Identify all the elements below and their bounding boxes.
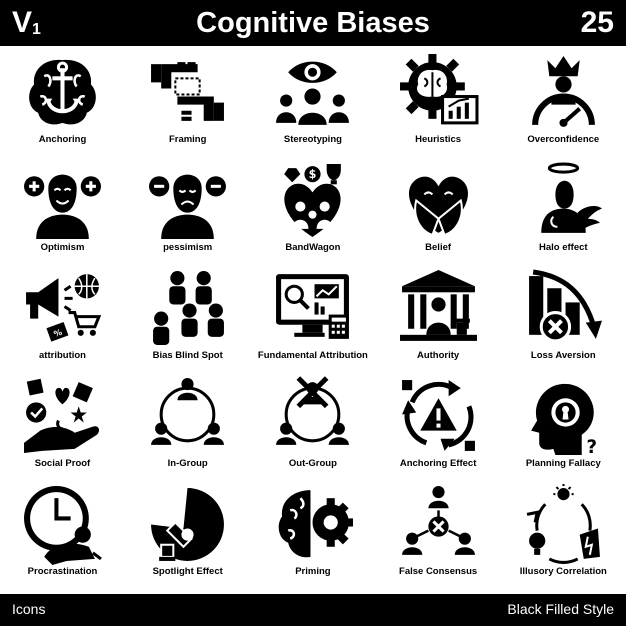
icon-label: Authority [416,350,460,361]
family-rewards-icon: $ [284,164,342,237]
crown-gauge-icon [531,56,595,127]
head-minus-icon [149,174,227,239]
svg-text:$: $ [309,168,317,181]
cycle-ideas-icon [526,484,600,564]
icon-label: Halo effect [539,242,588,253]
icon-card: Priming [250,480,375,588]
people-group-icon [153,271,225,345]
icon-card: % attribution [0,264,125,372]
icon-card: Social Proof [0,372,125,480]
brain-anchor-icon [29,59,96,125]
icon-card: $ BandWagon [250,156,375,264]
icon-card: In-Group [125,372,250,480]
gear-brain-chart-icon [399,54,479,125]
icon-card: Fundamental Attribution [250,264,375,372]
icon-card: ?Planning Fallacy [501,372,626,480]
icon-label: Anchoring Effect [399,458,477,469]
falling-chart-icon [528,269,602,343]
svg-text:?: ? [586,437,597,457]
network-cross-icon [401,486,475,555]
icon-label: Overconfidence [527,134,600,145]
icon-card: Illusory Correlation [501,480,626,588]
icon-card: Stereotyping [250,48,375,156]
head-keyhole-icon: ? [530,383,597,457]
icon-label: Bias Blind Spot [152,350,223,361]
icon-label: pessimism [163,242,213,253]
group-cycle-icon [151,378,225,445]
icon-label: Fundamental Attribution [257,350,368,361]
footer-left-label: Icons [12,601,46,617]
spotlight-icon [151,488,225,561]
icon-label: Anchoring [38,134,87,145]
icon-card: Optimism [0,156,125,264]
svg-text:%: % [52,327,63,339]
footer-bar: Icons Black Filled Style [0,594,626,626]
icon-label: Loss Aversion [530,350,596,361]
icon-grid: Anchoring Framing Stereotyping Heuristic… [0,48,626,588]
icon-card: Overconfidence [501,48,626,156]
icon-card: Authority [376,264,501,372]
megaphone-cart-icon: % [26,274,102,342]
heart-hands-icon [408,176,468,237]
icon-label: Social Proof [34,458,91,469]
icon-label: Procrastination [27,566,98,577]
icon-label: Illusory Correlation [519,566,607,577]
icon-label: In-Group [167,458,208,469]
icon-label: Spotlight Effect [152,566,223,577]
icon-label: Heuristics [415,134,462,145]
icon-label: Planning Fallacy [525,458,601,469]
icon-label: Optimism [40,242,85,253]
version-number: 1 [32,21,41,38]
icon-label: Framing [168,134,207,145]
icon-card: Halo effect [501,156,626,264]
icon-count: 25 [580,6,614,39]
icon-card: Spotlight Effect [125,480,250,588]
icon-card: Framing [125,48,250,156]
icon-card: Procrastination [0,480,125,588]
hand-reactions-icon [24,378,100,453]
hands-frame-icon [151,62,225,121]
icon-card: Bias Blind Spot [125,264,250,372]
footer-style-label: Black Filled Style [507,601,614,617]
icon-label: Stereotyping [283,134,342,145]
icon-card: False Consensus [376,480,501,588]
eye-people-icon [276,61,350,125]
page-title: Cognitive Biases [196,7,430,39]
icon-label: False Consensus [399,566,478,577]
icon-label: Belief [425,242,452,253]
clock-relax-icon [24,486,102,565]
version-mark: V1 [12,4,41,49]
icon-card: Anchoring [0,48,125,156]
icon-label: BandWagon [285,242,341,253]
icon-card: Belief [376,156,501,264]
icon-label: Out-Group [288,458,337,469]
icon-card: Anchoring Effect [376,372,501,480]
head-plus-icon [24,174,101,239]
icon-card: Heuristics [376,48,501,156]
warning-cycle-icon [401,380,475,451]
angel-wing-icon [541,162,602,233]
monitor-analytics-icon [276,274,350,339]
brain-gear-icon [279,490,354,558]
icon-card: pessimism [125,156,250,264]
icon-card: Loss Aversion [501,264,626,372]
courthouse-icon [399,270,477,341]
header-bar: V1 Cognitive Biases 25 [0,0,626,46]
icon-label: attribution [39,350,86,361]
icon-label: Priming [295,566,331,577]
version-letter: V [12,6,33,39]
icon-card: Out-Group [250,372,375,480]
group-cycle-cross-icon [276,376,350,445]
